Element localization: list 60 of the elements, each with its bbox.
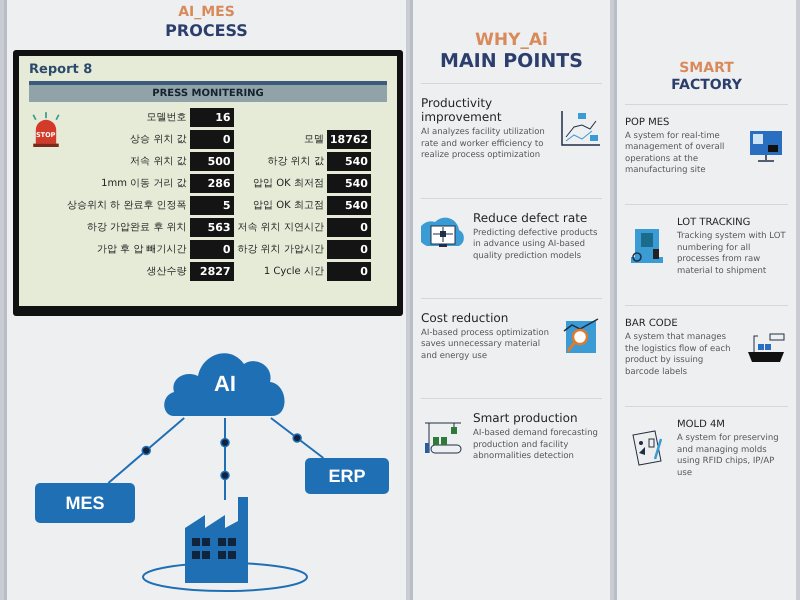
point-heading: Reduce defect rate — [473, 210, 588, 225]
panel-title: FACTORY — [671, 76, 742, 94]
field-label: 모델번호 — [146, 111, 187, 125]
value-display: 563 — [190, 218, 234, 237]
panel-title: SMART — [679, 60, 734, 77]
value-display: 540 — [326, 174, 371, 193]
point-description: Predicting defective products in advance using AI-based quality prediction models — [473, 228, 598, 262]
point-heading: LOT TRACKING — [677, 217, 752, 228]
value-display: 16 — [190, 108, 234, 127]
field-label: 생산수량 — [146, 265, 187, 279]
value-display: 0 — [190, 130, 234, 149]
value-display: 286 — [190, 174, 234, 193]
point-heading: POP MES — [625, 116, 670, 128]
field-label: 압입 OK 최고점 — [252, 199, 324, 213]
field-label: 모델 — [302, 133, 324, 147]
value-display: 2827 — [190, 262, 234, 281]
field-label: 상승위치 하 완료후 인정폭 — [67, 199, 187, 213]
value-display: 0 — [326, 218, 371, 237]
connector-line — [224, 418, 226, 500]
field-label: 저속 위치 값 — [129, 155, 187, 169]
panel-title: AI_MES — [178, 4, 235, 21]
value-display: 500 — [190, 152, 234, 171]
field-label: 가압 후 압 빼기시간 — [96, 243, 187, 257]
value-display: 0 — [326, 262, 371, 281]
point-heading: MOLD 4M — [677, 419, 726, 430]
panel-title: WHY_Ai — [475, 30, 548, 50]
field-label: 하강 위치 값 — [266, 155, 324, 169]
connector-line — [270, 417, 324, 459]
report-title: Report 8 — [29, 62, 92, 77]
field-label: 하강 가압완료 후 위치 — [86, 221, 187, 235]
value-display: 0 — [190, 240, 234, 259]
point-description: A system that manages the logistics flow of each product by issuing barcode labels — [625, 332, 732, 378]
point-heading: Cost reduction — [421, 311, 510, 325]
value-display: 540 — [326, 196, 371, 215]
point-description: AI-based process optimization saves unnecessary material and energy use — [421, 328, 550, 362]
system-box: ERP — [305, 458, 389, 494]
value-display: 18762 — [326, 130, 371, 149]
point-heading: BAR CODE — [625, 318, 679, 330]
point-description: Tracking system with LOT numbering for all processes from raw material to shipment — [677, 231, 787, 278]
point-description: AI-based demand forecasting production and facility abnormalities detection — [473, 428, 599, 463]
field-label: 1mm 이동 거리 값 — [100, 177, 187, 191]
value-display: 0 — [326, 240, 371, 259]
value-display: 540 — [326, 152, 371, 171]
panel-title: MAIN POINTS — [440, 50, 583, 74]
point-heading: Smart production — [473, 411, 579, 426]
panel-title: PROCESS — [165, 20, 248, 40]
field-label: 하강 위치 가압시간 — [238, 243, 324, 257]
node-label: AI — [214, 371, 236, 397]
field-label: 상승 위치 값 — [129, 133, 187, 147]
point-description: AI analyzes facility utilization rate and worker efficiency to realize process optimization — [421, 127, 546, 162]
banner-title: PRESS MONITERING — [29, 81, 387, 102]
connector-line — [108, 417, 185, 484]
point-heading: Productivity improvement — [421, 96, 503, 124]
value-display: 5 — [190, 196, 234, 215]
point-description: A system for preserving and managing molds using RFID chips, IP/AP use — [677, 433, 780, 480]
system-box: MES — [35, 483, 135, 523]
field-label: 저속 위치 지연시간 — [238, 221, 324, 235]
point-description: A system for real-time management of overall operations at the manufacturing site — [625, 130, 726, 176]
field-label: 압입 OK 최저점 — [252, 177, 324, 191]
field-label: 1 Cycle 시간 — [262, 265, 324, 279]
